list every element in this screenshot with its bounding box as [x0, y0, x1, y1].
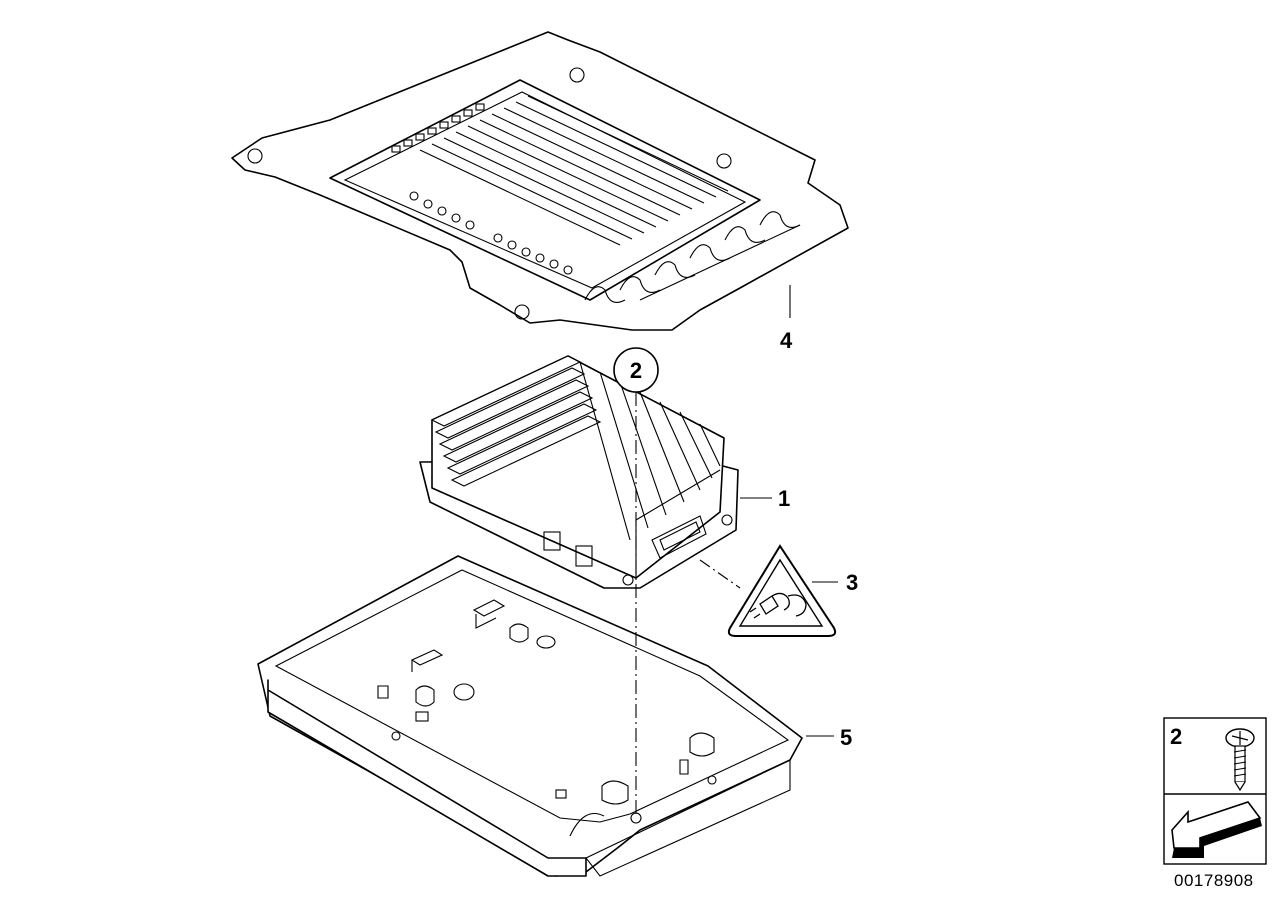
screw-callout[interactable]: 2: [613, 347, 659, 818]
legend-box: 2: [1163, 717, 1267, 865]
amplifier-part[interactable]: [419, 355, 772, 589]
callout-2-label: 2: [630, 358, 642, 383]
warning-label-part[interactable]: [699, 544, 838, 637]
cover-plate-part[interactable]: [231, 31, 849, 331]
plug-icon: [749, 592, 807, 619]
diagram-reference-number: 00178908: [1174, 871, 1254, 890]
tray-part[interactable]: [257, 555, 834, 877]
screw-icon[interactable]: [1225, 728, 1255, 792]
direction-arrow-icon: [1171, 801, 1262, 858]
callout-5-label: 5: [840, 725, 852, 750]
callout-1-label: 1: [778, 486, 790, 511]
legend-number: 2: [1170, 724, 1182, 749]
callout-3-label: 3: [846, 570, 858, 595]
callout-4-label: 4: [780, 328, 793, 353]
